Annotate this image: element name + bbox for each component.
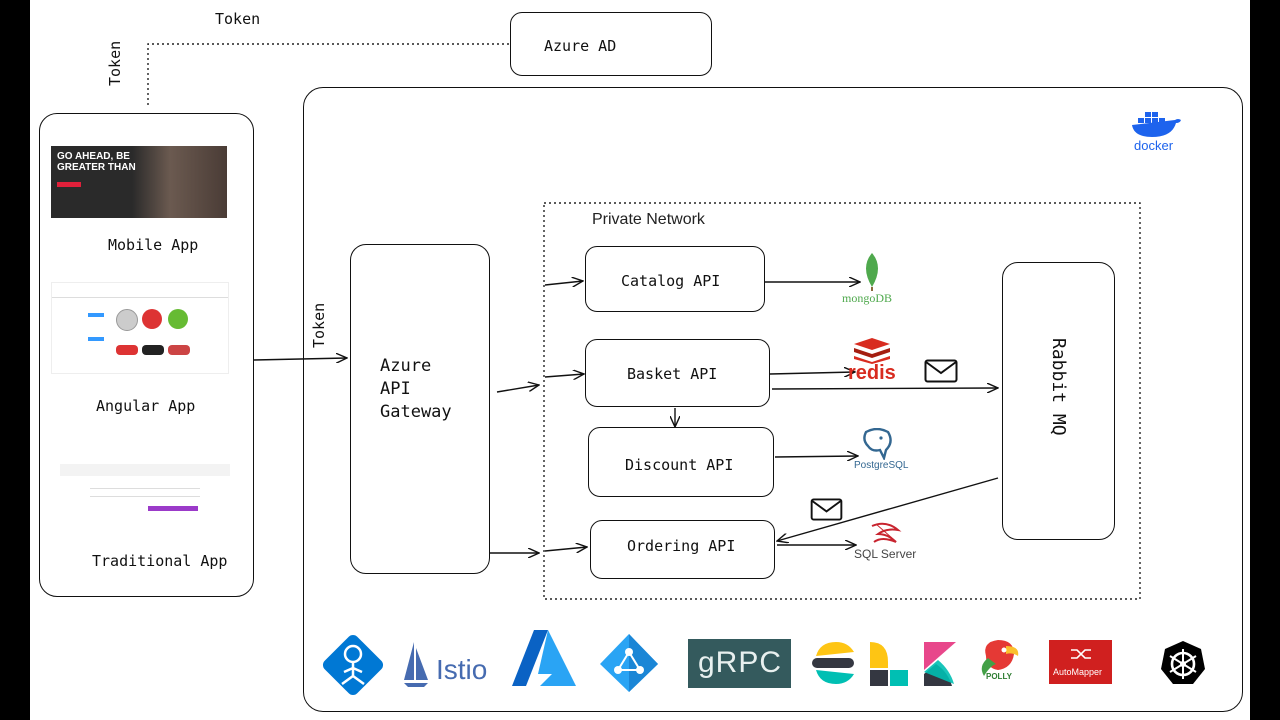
redis-logo: redis [848,338,918,386]
banner-cta [57,182,81,187]
discount-api-label: Discount API [625,456,734,474]
basket-api-box: Basket API [585,339,770,407]
connector-layer [147,43,1141,600]
banner-photo [132,146,227,218]
gateway-line3: Gateway [380,402,452,422]
rabbit-mq-box: Rabbit MQ [1002,262,1115,540]
gateway-line2: API [380,379,411,399]
logstash-logo [868,640,910,686]
azure-ad-box: Azure AD [510,12,712,76]
banner-headline: GO AHEAD, BE GREATER THAN [57,151,136,173]
azure-api-management-icon [322,634,384,696]
mongodb-leaf-icon [866,253,878,291]
azure-api-management-logo [318,630,388,700]
azure-ad-pyramid-icon [600,634,658,692]
ordering-api-box: Ordering API [590,520,775,579]
catalog-api-label: Catalog API [621,272,721,290]
basket-to-rabbit-arrow [771,388,998,389]
redis-stack-icon [854,338,890,364]
postgresql-text: PostgreSQL [854,460,909,471]
private-network-boundary [543,202,1141,600]
clients-to-gateway-arrow [253,358,347,360]
traditional-app-screenshot [60,458,230,528]
istio-sail-icon [404,642,428,687]
sql-server-text: SQL Server [854,547,917,561]
clients-panel [39,113,254,597]
docker-text: docker [1134,138,1174,153]
kubernetes-logo [1160,640,1208,688]
gateway-to-network-arrow [496,385,539,393]
discount-to-postgres-arrow [774,456,858,457]
logstash-icon [870,642,908,686]
postgresql-elephant-icon [863,428,892,460]
kubernetes-helm-icon [1161,641,1205,684]
automapper-logo: AutoMapper [1049,640,1112,684]
discount-api-box: Discount API [588,427,774,497]
banner-headline-line2: GREATER THAN [57,162,136,173]
rabbit-to-ordering-arrow [777,477,999,541]
mongodb-text: mongoDB [842,291,893,305]
message-envelope-icon [924,359,958,383]
polly-text: POLLY [986,672,1012,681]
automapper-text: AutoMapper [1053,667,1103,677]
token-vertical-label: Token [106,40,124,86]
polly-logo: POLLY [976,636,1022,684]
private-network-label: Private Network [592,211,705,228]
istio-text: Istio [436,654,488,685]
mongodb-logo: mongoDB [838,253,908,309]
grpc-text: gRPC [698,646,783,679]
to-basket-arrow [544,374,584,377]
mobile-app-label: Mobile App [108,236,199,254]
catalog-api-box: Catalog API [585,246,765,312]
docker-whale-icon [1132,112,1181,137]
diagram-canvas: Token Token Token Azure AD GO AHEAD, BE … [30,0,1250,720]
message-envelope-icon [810,498,843,521]
istio-logo: Istio [402,640,502,690]
polly-parrot-icon [981,640,1019,676]
angular-app-label: Angular App [96,397,196,415]
basket-to-redis-arrow [769,372,855,374]
azure-logo [512,628,578,688]
docker-host-frame [303,87,1243,712]
api-gateway-label: Azure API Gateway [380,355,452,424]
basket-api-label: Basket API [627,365,718,383]
grpc-logo: gRPC [688,639,791,688]
api-gateway-box: Azure API Gateway [350,244,490,574]
kibana-logo [922,640,962,686]
to-ordering-arrow [544,547,587,551]
elasticsearch-icon [812,642,854,684]
elasticsearch-logo [810,640,856,686]
rabbit-mq-label: Rabbit MQ [1048,338,1069,436]
azure-ad-logo [596,630,666,700]
azure-ad-label: Azure AD [544,37,617,55]
sql-server-icon [871,522,902,543]
sql-server-logo: SQL Server [850,520,930,564]
mobile-app-screenshot: GO AHEAD, BE GREATER THAN [51,146,227,218]
docker-logo: docker [1130,110,1190,154]
traditional-app-label: Traditional App [92,552,228,570]
ordering-api-label: Ordering API [627,537,736,555]
redis-text: redis [848,362,896,384]
automapper-shuffle-icon [1071,649,1091,659]
azure-a-icon [512,630,576,686]
token-dotted-line [147,43,510,105]
postgresql-logo: PostgreSQL [848,428,928,476]
gateway-line1: Azure [380,356,432,376]
kibana-icon [924,642,956,686]
banner-headline-line1: GO AHEAD, BE [57,151,130,162]
angular-app-screenshot [51,282,229,374]
to-catalog-arrow [544,281,583,285]
token-top-label: Token [215,10,261,28]
